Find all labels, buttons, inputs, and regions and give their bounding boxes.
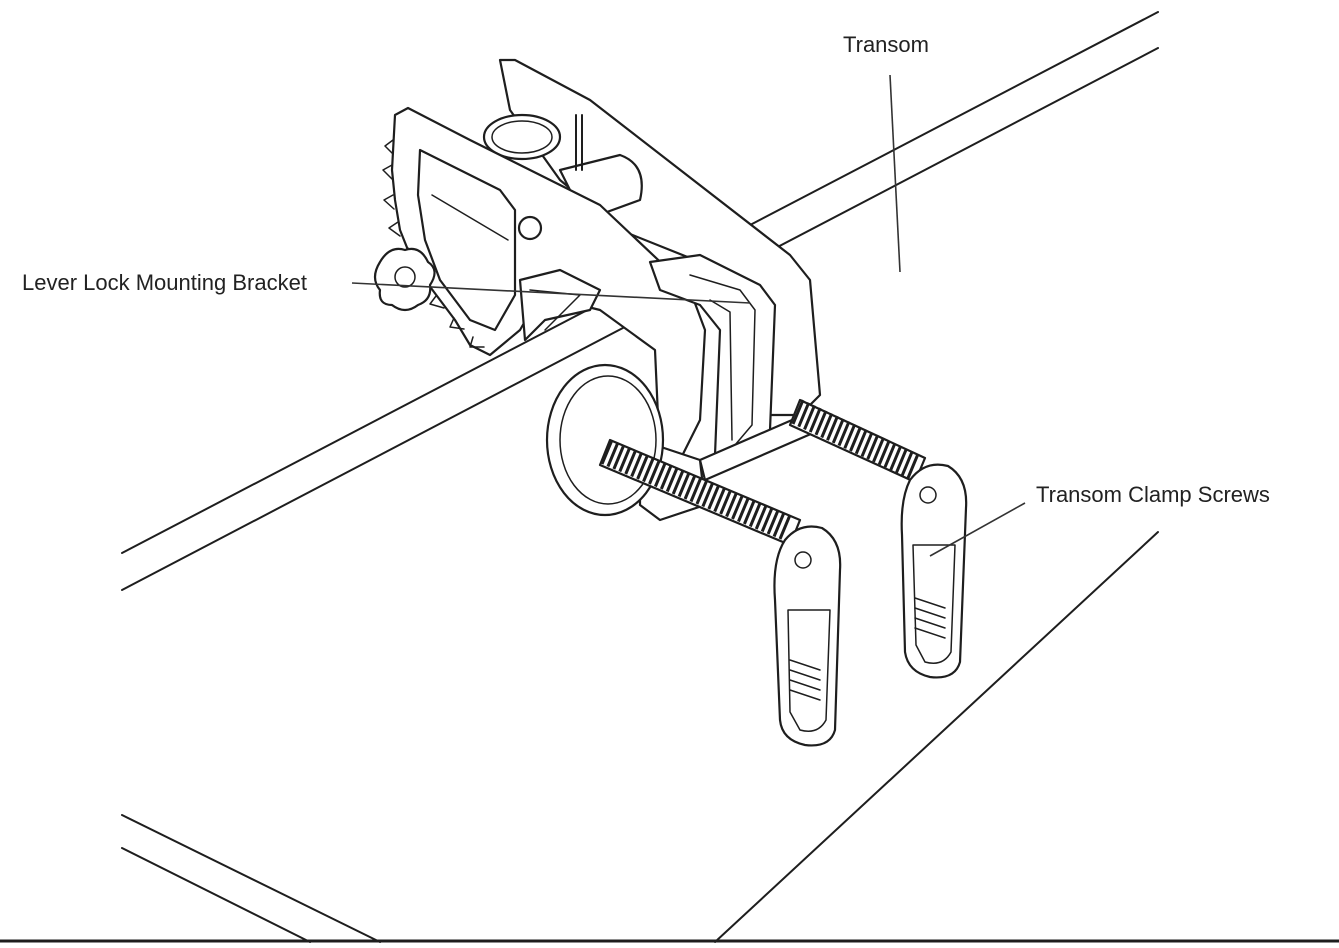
thread-line (719, 489, 733, 515)
thread-line (831, 418, 845, 444)
thread-line (701, 481, 715, 508)
thread-line (671, 469, 685, 495)
thread-line (803, 404, 816, 430)
thread-line (866, 434, 880, 460)
transom-clamp-screws (598, 398, 968, 747)
thread-line (778, 514, 792, 540)
thread-line (877, 439, 891, 466)
leader-screws (929, 502, 1026, 557)
thread-line (683, 474, 697, 500)
thread-line (900, 450, 914, 476)
thread-line (826, 415, 839, 441)
thread-line (872, 437, 885, 463)
thread-line (630, 451, 644, 478)
thread-line (814, 410, 828, 436)
thread-line (906, 453, 920, 479)
label-transom: Transom (843, 32, 929, 57)
callout-screws: Transom Clamp Screws (929, 482, 1270, 557)
thread-line (707, 484, 721, 510)
thread-line (748, 501, 762, 528)
thread-line (636, 454, 649, 480)
thread-line (837, 421, 851, 447)
thread-line (695, 479, 709, 505)
thread-line (754, 504, 768, 530)
leader-bracket (351, 282, 751, 304)
thread-line (600, 439, 614, 465)
thread-line (772, 511, 786, 538)
thread-line (797, 402, 811, 428)
thread-line (883, 442, 897, 468)
thread-line (606, 441, 620, 468)
label-lever-lock-mounting-bracket: Lever Lock Mounting Bracket (22, 270, 307, 295)
thread-line (612, 444, 626, 470)
thread-line (689, 476, 703, 503)
callout-bracket: Lever Lock Mounting Bracket (22, 270, 751, 304)
thread-line (743, 499, 756, 525)
thread-line (648, 459, 661, 485)
thread-line (618, 446, 632, 473)
thread-line (713, 486, 727, 513)
thread-line (791, 399, 805, 425)
callout-transom: Transom (843, 32, 929, 273)
thread-line (642, 456, 655, 483)
thread-line (843, 423, 857, 449)
thread-line (860, 431, 874, 457)
thread-line (677, 471, 691, 498)
thread-line (849, 426, 862, 452)
thread-line (731, 494, 744, 520)
thread-line (737, 496, 750, 523)
thread-line (889, 445, 903, 471)
thread-line (766, 509, 780, 535)
thread-line (659, 464, 673, 490)
thread-line (665, 466, 679, 493)
mounting-bracket (373, 58, 822, 522)
leader-transom (889, 74, 901, 273)
thread-line (725, 491, 738, 518)
label-transom-clamp-screws: Transom Clamp Screws (1036, 482, 1270, 507)
thread-line (654, 461, 667, 488)
thread-line (854, 429, 868, 455)
thread-line (808, 407, 822, 433)
thread-line (895, 448, 908, 474)
thread-line (820, 412, 834, 439)
thread-line (624, 449, 638, 475)
thread-line (760, 506, 774, 533)
